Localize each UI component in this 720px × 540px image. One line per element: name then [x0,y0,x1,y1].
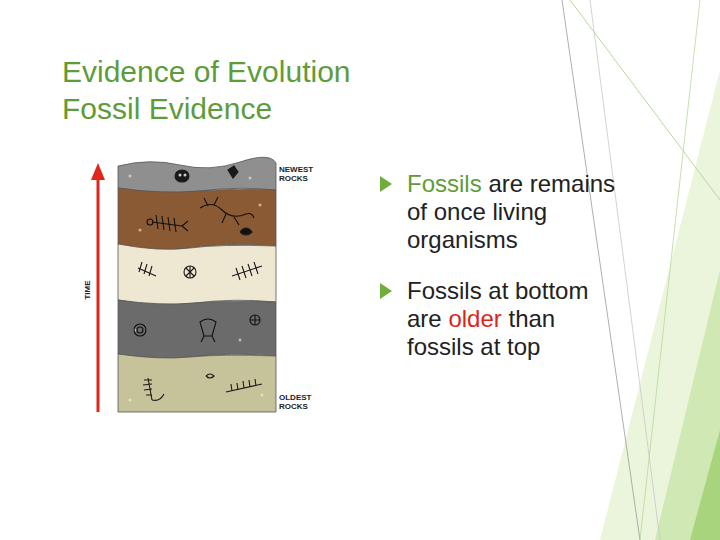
bullet-text: Fossils at bottom areolderthan fossils a… [407,277,623,361]
decor-line [562,0,640,540]
green-panel [690,430,720,540]
rock-layer [118,354,276,412]
bone-fossil [240,228,252,235]
seed-fossil [206,374,214,378]
bullet-arrow [380,176,392,192]
coral-fossil [200,319,216,336]
reptile-fossil [200,197,254,225]
axis-label: TIME [83,280,92,299]
bullet-phrase: older [448,305,501,332]
rock-layer [118,157,276,193]
green-panel [655,270,720,540]
rock-layer [118,188,276,250]
bullet-arrow [380,283,392,299]
shell-fossil [250,315,260,325]
arrow-head [91,163,105,180]
fern-fossil [226,379,262,392]
rock-layer [118,300,276,359]
rock-layer [118,244,276,305]
bullet-phrase: Fossils [407,170,482,197]
slide-title: Evidence of Evolution Fossil Evidence [62,54,382,127]
skull-fossil [175,170,189,182]
fish-fossil [147,215,188,232]
trilobite-fossil [138,262,156,276]
decor-line [640,0,700,540]
green-panel [600,70,720,540]
bone-fossil [228,166,238,178]
decor-line [590,0,660,540]
shell-fossil [184,266,196,278]
pebbles [129,175,264,402]
rock-label: NEWEST ROCKS [279,166,321,184]
ammonite-fossil [134,324,146,336]
rock-label: OLDEST ROCKS [279,394,321,412]
bullet-text: Fossilsare remains of once living organi… [407,170,623,254]
time-arrow [97,176,100,412]
fern-fossil [232,262,262,280]
crinoid-fossil [143,378,164,400]
